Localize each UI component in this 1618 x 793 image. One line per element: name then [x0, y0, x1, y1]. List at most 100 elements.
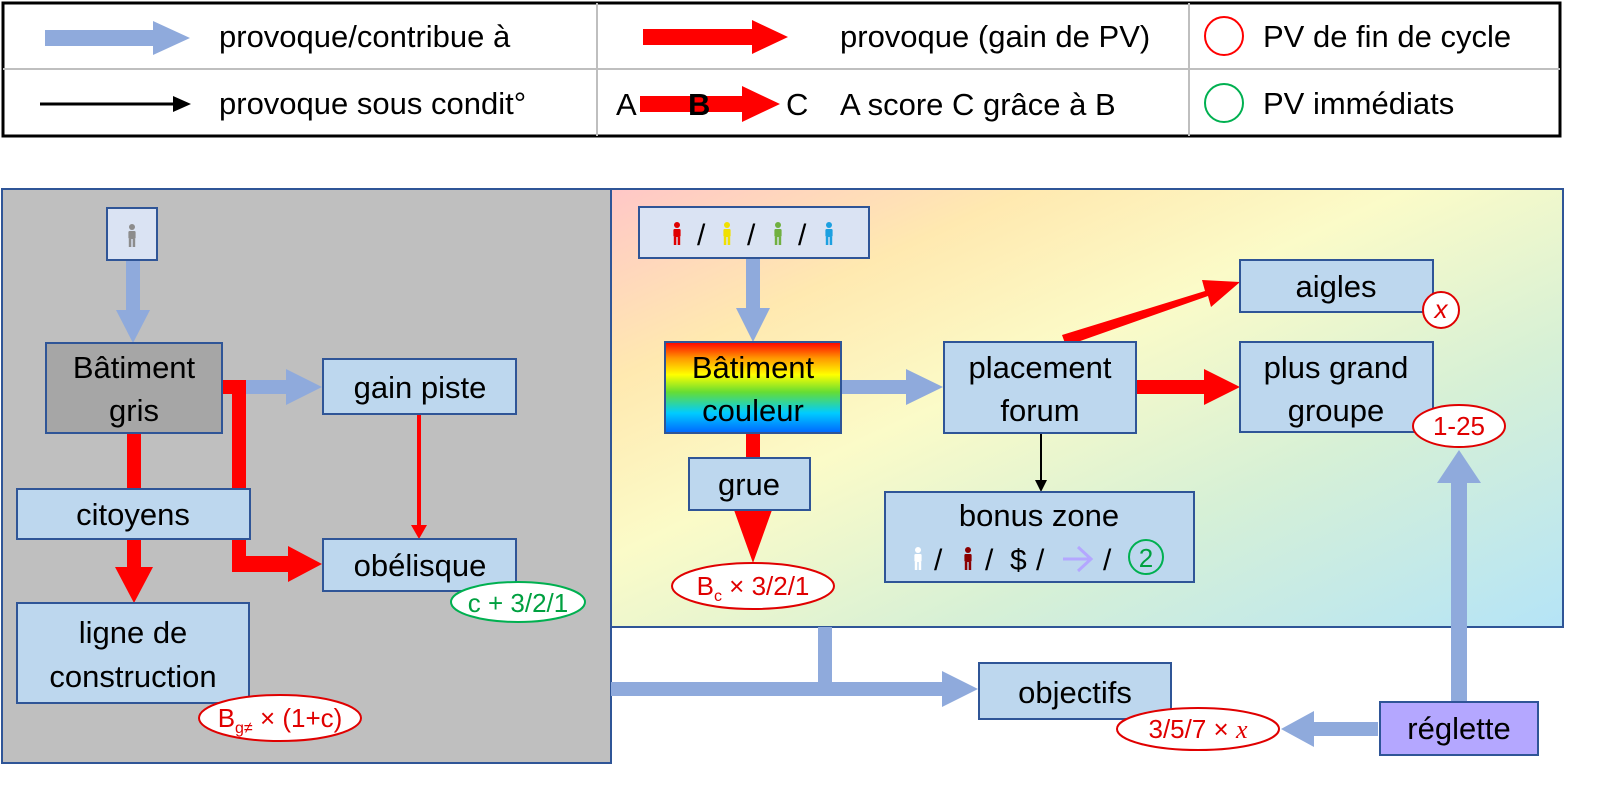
ligne-construction-box: ligne de construction — [16, 602, 250, 704]
batiment-gris-box: Bâtiment gris — [45, 342, 223, 434]
legend-red-arrow-label: provoque (gain de PV) — [840, 19, 1150, 54]
grue-box: grue — [688, 457, 811, 511]
citoyens-box: citoyens — [16, 488, 251, 540]
green-score-oval-icon — [450, 581, 586, 623]
ligne-line1: ligne de — [79, 615, 188, 650]
legend-green-circle-icon — [1204, 83, 1244, 123]
legend-blue-arrow-icon — [45, 21, 190, 55]
arrow-to-objectifs — [611, 671, 978, 707]
score-plus-grand: 1-25 — [1412, 404, 1506, 448]
bonus-zone-points: 2 — [1139, 543, 1153, 573]
batiment-couleur-box: Bâtiment couleur — [664, 341, 842, 434]
score-ligne-b: B — [218, 703, 235, 733]
score-objectifs-x: x — [1235, 715, 1248, 744]
green-score-circle-icon — [1128, 539, 1164, 575]
reglette-label: réglette — [1407, 711, 1510, 746]
batiment-gris-line1: Bâtiment — [73, 350, 196, 385]
red-score-oval-icon — [1412, 404, 1506, 448]
grey-person-box — [106, 207, 158, 261]
score-aigles-text: x — [1433, 294, 1449, 324]
legend-red-circle-label: PV de fin de cycle — [1263, 19, 1511, 54]
placement-forum-box: placement forum — [943, 341, 1137, 434]
red-score-oval-icon — [198, 694, 362, 742]
arrow-building-to-gain-piste — [222, 369, 322, 405]
legend-abc-c: C — [786, 87, 808, 122]
score-grue-b: B — [697, 571, 714, 601]
gain-piste-box: gain piste — [322, 358, 517, 415]
dollar-symbol: $ — [1010, 544, 1027, 577]
score-ligne: Bg≠ × (1+c) — [198, 694, 362, 742]
arrow-grey-person-to-building — [116, 261, 150, 343]
arrow-building-to-citoyens — [127, 433, 141, 489]
arrow-citoyens-to-ligne — [115, 539, 153, 603]
arrow-colour-person-to-building — [736, 258, 770, 342]
score-ligne-sub: g≠ — [235, 720, 253, 737]
obelisque-box: obélisque — [322, 538, 517, 592]
legend-black-arrow-label: provoque sous condit° — [219, 86, 526, 121]
score-objectifs: 3/5/7 × x — [1116, 707, 1280, 751]
batiment-couleur-line1: Bâtiment — [692, 350, 815, 385]
colour-persons-box: / / / — [638, 206, 870, 259]
aigles-box: aigles — [1239, 259, 1434, 313]
citoyens-label: citoyens — [76, 497, 190, 532]
objectifs-box: objectifs — [978, 662, 1172, 720]
score-grue-rest: × 3/2/1 — [722, 571, 809, 601]
slash: / — [747, 219, 756, 252]
legend-red-arrow-icon — [643, 20, 788, 54]
objectifs-label: objectifs — [1018, 675, 1132, 710]
plus-grand-groupe-box: plus grand groupe — [1239, 341, 1434, 433]
placement-line2: forum — [1000, 393, 1079, 428]
score-obelisque-text: c + 3/2/1 — [468, 588, 568, 618]
plus-grand-line2: groupe — [1288, 393, 1385, 428]
arrow-reglette-to-plus-grand-score — [1437, 450, 1481, 701]
legend-green-circle-label: PV immédiats — [1263, 86, 1454, 121]
legend-abc-a: A — [616, 87, 637, 122]
svg-text:Bc × 3/2/1: Bc × 3/2/1 — [697, 571, 810, 605]
arrow-gain-piste-to-obelisque — [411, 415, 427, 539]
arrow-placement-to-plus-grand — [1137, 369, 1240, 405]
arrow-building-to-placement — [842, 369, 943, 405]
svg-text:3/5/7 × x: 3/5/7 × x — [1148, 714, 1247, 744]
obelisque-label: obélisque — [354, 548, 487, 583]
slash: / — [985, 544, 994, 577]
aigles-label: aigles — [1296, 269, 1377, 304]
arrow-panel-join — [818, 627, 832, 689]
black-arrow — [1035, 433, 1047, 492]
slash: / — [934, 544, 943, 577]
score-obelisque: c + 3/2/1 — [450, 581, 586, 623]
batiment-couleur-line2: couleur — [702, 393, 804, 428]
legend-abc-label: A score C grâce à B — [840, 87, 1116, 122]
slash: / — [798, 219, 807, 252]
legend-blue-arrow-label: provoque/contribue à — [219, 19, 511, 54]
slash: / — [1103, 544, 1112, 577]
slash: / — [697, 219, 706, 252]
black-arrowhead-icon — [1035, 480, 1047, 492]
arrow-placement-to-aigles — [1062, 280, 1240, 346]
gain-piste-label: gain piste — [354, 370, 487, 405]
score-plus-grand-text: 1-25 — [1433, 411, 1485, 441]
arrow-reglette-to-objectifs-score — [1281, 711, 1378, 747]
slash: / — [1036, 544, 1045, 577]
legend-abc-arrow-icon — [640, 86, 780, 122]
ligne-line2: construction — [49, 659, 216, 694]
svg-text:Bg≠ × (1+c): Bg≠ × (1+c) — [218, 703, 343, 737]
blue-arrows — [116, 258, 1481, 747]
score-grue: Bc × 3/2/1 — [671, 562, 835, 610]
legend-abc-b: B — [688, 87, 710, 122]
bonus-zone-label: bonus zone — [959, 498, 1119, 533]
plus-grand-line1: plus grand — [1264, 350, 1409, 385]
legend-black-arrowhead-icon — [173, 96, 191, 112]
score-objectifs-main: 3/5/7 × — [1148, 714, 1235, 744]
purple-arrow-icon — [1063, 545, 1094, 573]
score-grue-sub: c — [714, 588, 722, 605]
score-aigles: x — [1422, 291, 1460, 329]
red-score-circle-icon — [1422, 291, 1460, 329]
red-score-oval-icon — [1116, 707, 1280, 751]
red-score-oval-icon — [671, 562, 835, 610]
batiment-gris-line2: gris — [109, 393, 159, 428]
grue-label: grue — [718, 467, 780, 502]
arrow-building-to-obelisque — [222, 380, 322, 582]
legend: provoque/contribue à provoque (gain de P… — [1, 1, 1562, 138]
red-arrows — [115, 280, 1240, 603]
reglette-box: réglette — [1379, 701, 1539, 756]
